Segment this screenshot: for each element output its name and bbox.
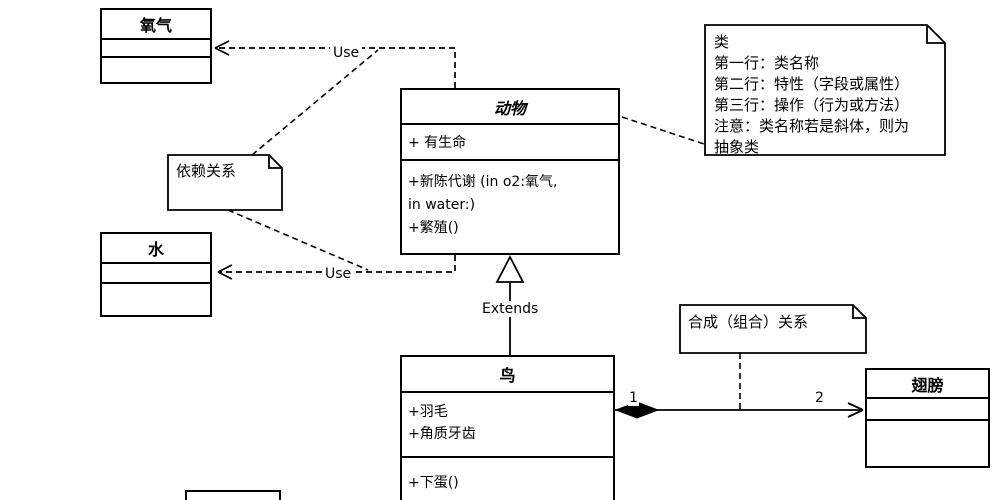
class-operations-wing (867, 421, 988, 466)
bird-attribute-feather: +羽毛 (408, 404, 448, 420)
class-title-oxygen: 氧气 (102, 10, 210, 40)
class-box-bird: 鸟 +羽毛 +角质牙齿 +下蛋() (400, 355, 615, 500)
class-box-animal: 动物 + 有生命 +新陈代谢 (in o2:氧气, in water:) +繁殖… (400, 88, 620, 255)
class-title-wing: 翅膀 (867, 370, 988, 399)
animal-operation-reproduce: +繁殖() (408, 220, 459, 236)
class-operations-water (102, 284, 210, 315)
animal-operation-metabolism-line2: in water:) (408, 197, 476, 213)
bird-operation-lay-eggs: +下蛋() (408, 475, 459, 491)
animal-attribute-alive: + 有生命 (408, 135, 467, 151)
class-title-water: 水 (102, 234, 210, 264)
dependency-note-text: 依赖关系 (176, 162, 237, 180)
class-attributes-wing (867, 399, 988, 421)
multiplicity-two-label: 2 (814, 390, 825, 406)
animal-operation-metabolism-line1: +新陈代谢 (in o2:氧气, (408, 174, 558, 190)
use-label-water: Use (322, 266, 355, 282)
dependency-note-anchors (227, 49, 379, 271)
class-attributes-animal: + 有生命 (402, 125, 618, 161)
composition-note-text: 合成（组合）关系 (688, 313, 809, 331)
dependency-line-oxygen (214, 40, 456, 88)
class-box-partial-bottom (185, 490, 281, 500)
class-title-bird: 鸟 (402, 357, 613, 393)
bird-attribute-teeth: +角质牙齿 (408, 426, 476, 442)
extends-connector (495, 255, 525, 355)
class-operations-oxygen (102, 58, 210, 82)
class-attributes-bird: +羽毛 +角质牙齿 (402, 393, 613, 458)
composition-connector (614, 401, 864, 419)
class-note-text: 类 第一行：类名称 第二行：特性（字段或属性） 第三行：操作（行为或方法） 注意… (714, 33, 910, 156)
class-box-wing: 翅膀 (865, 368, 990, 468)
multiplicity-one-label: 1 (628, 390, 639, 406)
class-title-animal: 动物 (402, 90, 618, 125)
class-box-oxygen: 氧气 (100, 8, 212, 84)
composition-note-shape (679, 304, 867, 354)
class-attributes-oxygen (102, 40, 210, 58)
use-label-oxygen: Use (330, 45, 363, 61)
dependency-line-water (217, 255, 456, 280)
class-note-anchor (621, 116, 705, 145)
class-operations-bird: +下蛋() (402, 458, 613, 500)
extends-label: Extends (479, 301, 542, 317)
class-note-shape (704, 24, 946, 156)
class-operations-animal: +新陈代谢 (in o2:氧气, in water:) +繁殖() (402, 161, 618, 253)
class-box-water: 水 (100, 232, 212, 317)
class-attributes-water (102, 264, 210, 284)
